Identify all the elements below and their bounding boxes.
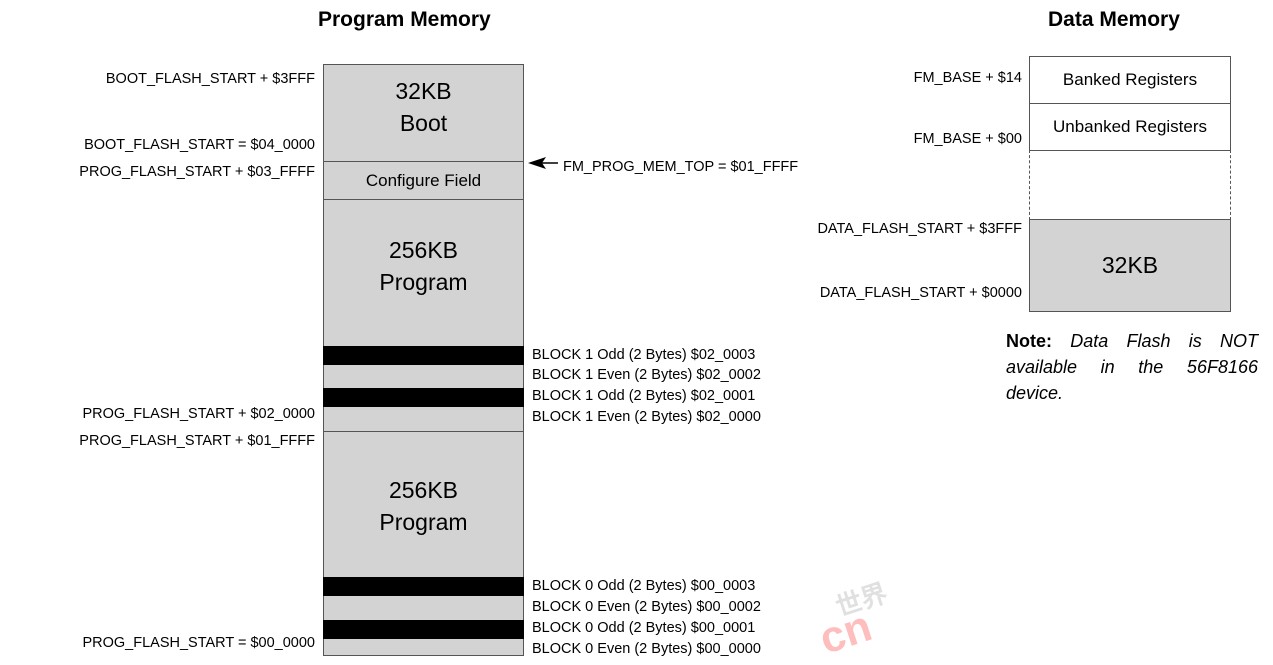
data-flash-block: 32KB: [1029, 219, 1231, 312]
program-0-size-label: 256KB: [388, 477, 459, 503]
block1-row-label: BLOCK 1 Odd (2 Bytes) $02_0001: [532, 388, 756, 404]
note-text: Data Flash is NOT available in the 56F81…: [1006, 331, 1258, 403]
block1-odd-bar-0001: [323, 388, 524, 407]
banked-registers-block: Banked Registers: [1029, 56, 1231, 104]
block0-row-label: BLOCK 0 Even (2 Bytes) $00_0000: [532, 641, 761, 657]
watermark-logo: 世界: [832, 577, 891, 623]
block0-row-label: BLOCK 0 Odd (2 Bytes) $00_0001: [532, 620, 756, 636]
block1-odd-bar-0003: [323, 346, 524, 365]
data-flash-note: Note: Data Flash is NOT available in the…: [1006, 328, 1258, 406]
label-prog-flash-03ffff: PROG_FLASH_START + $03_FFFF: [79, 164, 315, 180]
pointer-arrow-icon: [528, 157, 558, 169]
program-memory-title: Program Memory: [318, 8, 491, 31]
program-1-size-label: 256KB: [388, 237, 459, 263]
label-prog-flash-01ffff: PROG_FLASH_START + $01_FFFF: [79, 433, 315, 449]
label-data-flash-3fff: DATA_FLASH_START + $3FFF: [817, 221, 1022, 237]
note-label: Note:: [1006, 331, 1052, 351]
program-1-name-label: Program: [379, 269, 468, 295]
label-fm-base-14: FM_BASE + $14: [913, 70, 1022, 86]
label-data-flash-0000: DATA_FLASH_START + $0000: [819, 285, 1022, 301]
boot-block: 32KB Boot: [323, 64, 524, 162]
label-prog-flash-020000: PROG_FLASH_START + $02_0000: [82, 406, 315, 422]
fm-prog-mem-top-label: FM_PROG_MEM_TOP = $01_FFFF: [563, 159, 799, 175]
block0-row-label: BLOCK 0 Even (2 Bytes) $00_0002: [532, 599, 761, 615]
label-prog-flash-start: PROG_FLASH_START = $00_0000: [82, 635, 315, 651]
program-block-0: 256KB Program: [323, 431, 524, 656]
reserved-gap: [1029, 150, 1231, 220]
label-fm-base-00: FM_BASE + $00: [913, 131, 1022, 147]
block1-row-label: BLOCK 1 Even (2 Bytes) $02_0002: [532, 367, 761, 383]
block1-row-label: BLOCK 1 Even (2 Bytes) $02_0000: [532, 409, 761, 425]
program-0-name-label: Program: [379, 509, 468, 535]
boot-size-label: 32KB: [395, 78, 452, 104]
boot-name-label: Boot: [399, 110, 448, 136]
block0-row-label: BLOCK 0 Odd (2 Bytes) $00_0003: [532, 578, 756, 594]
label-boot-flash-start: BOOT_FLASH_START = $04_0000: [84, 137, 315, 153]
block0-odd-bar-0003: [323, 577, 524, 596]
data-memory-title: Data Memory: [1048, 8, 1180, 31]
block1-row-label: BLOCK 1 Odd (2 Bytes) $02_0003: [532, 347, 756, 363]
block0-odd-bar-0001: [323, 620, 524, 639]
label-boot-flash-3fff: BOOT_FLASH_START + $3FFF: [105, 71, 315, 87]
configure-field-block: Configure Field: [323, 161, 524, 200]
unbanked-registers-block: Unbanked Registers: [1029, 103, 1231, 151]
